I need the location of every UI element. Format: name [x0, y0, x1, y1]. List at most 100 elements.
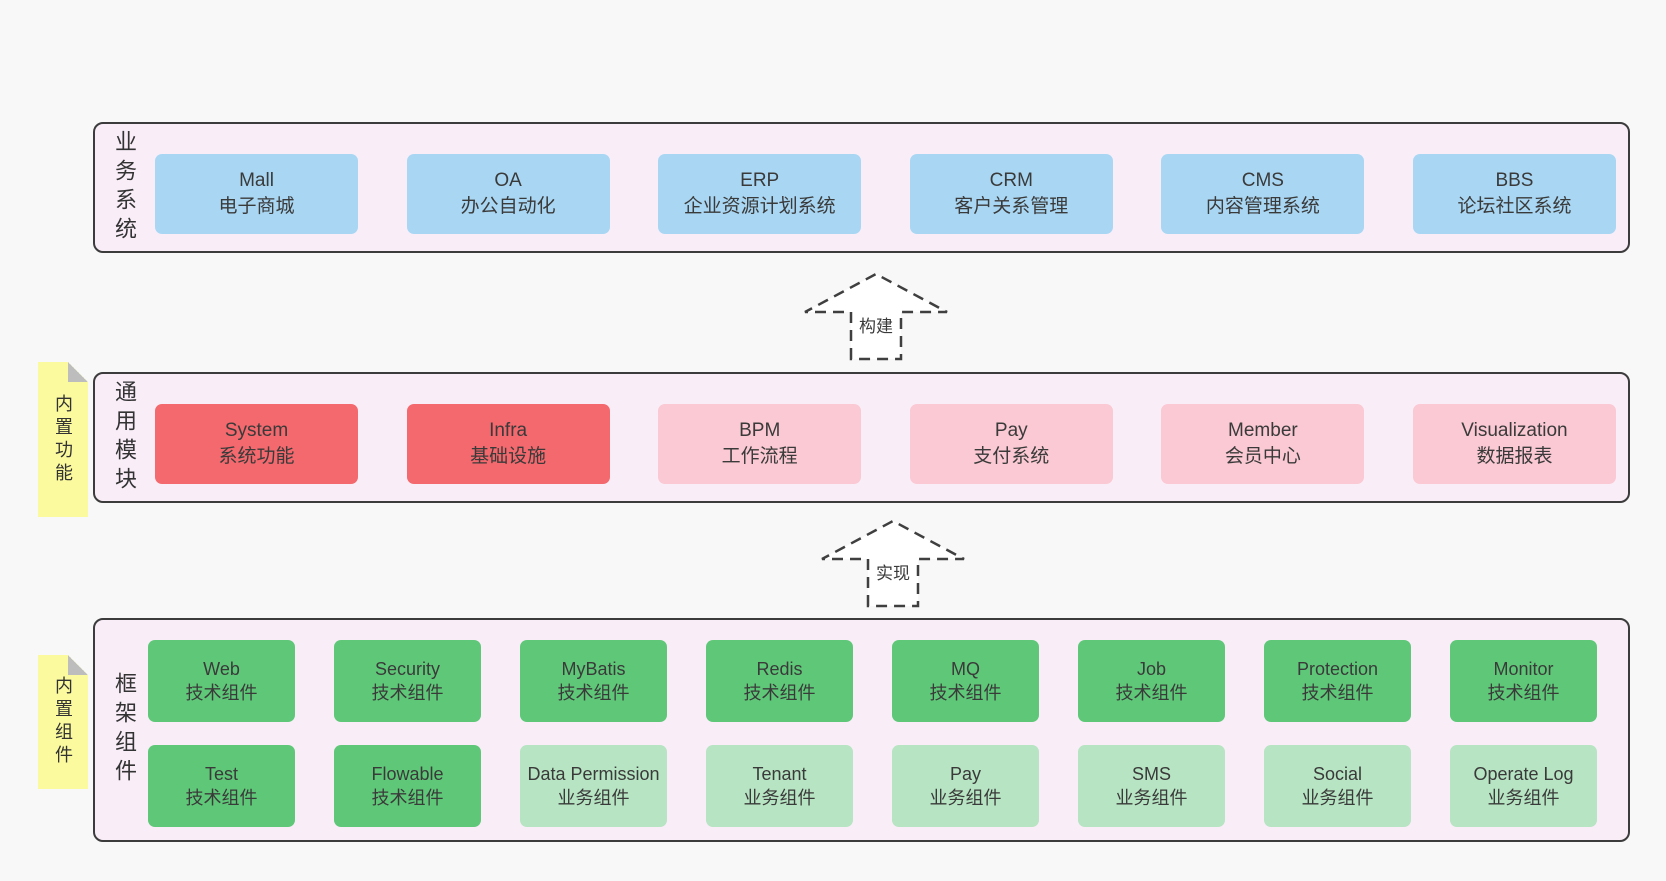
- box-title: CMS: [1241, 170, 1284, 191]
- band-modules-label: 通用模块: [112, 379, 137, 496]
- sticky-note-built-in-features: 内置功能: [38, 362, 88, 517]
- box-monitor: Monitor 技术组件: [1450, 640, 1597, 722]
- band-business-label: 业务系统: [112, 129, 137, 246]
- band-common-modules: 通用模块 System 系统功能 Infra 基础设施 BPM 工作流程 Pay 支付系统 Me…: [93, 372, 1630, 503]
- box-subtitle: 数据报表: [1476, 446, 1553, 467]
- arrow-implement-label: 实现: [873, 559, 913, 584]
- box-data-permission: Data Permission 业务组件: [520, 745, 667, 827]
- box-title: Pay: [949, 764, 982, 784]
- box-subtitle: 业务组件: [743, 788, 816, 808]
- box-social: Social 业务组件: [1264, 745, 1411, 827]
- box-redis: Redis 技术组件: [706, 640, 853, 722]
- box-title: Social: [1312, 764, 1363, 784]
- box-sms: SMS 业务组件: [1078, 745, 1225, 827]
- box-infra: Infra 基础设施: [406, 404, 610, 484]
- box-title: Test: [204, 764, 238, 784]
- box-subtitle: 技术组件: [185, 683, 258, 703]
- sticky-note-built-in-components: 内置组件: [38, 655, 88, 789]
- box-security: Security 技术组件: [334, 640, 481, 722]
- box-title: Monitor: [1493, 659, 1554, 679]
- box-subtitle: 内容管理系统: [1205, 196, 1320, 217]
- arrow-build-label: 构建: [856, 312, 896, 337]
- box-operate-log: Operate Log 业务组件: [1450, 745, 1597, 827]
- box-subtitle: 技术组件: [371, 683, 444, 703]
- modules-box-row: System 系统功能 Infra 基础设施 BPM 工作流程 Pay 支付系统 Member 会…: [155, 404, 1616, 484]
- box-title: Flowable: [371, 764, 444, 784]
- box-pay: Pay 支付系统: [909, 404, 1113, 484]
- box-subtitle: 支付系统: [973, 446, 1050, 467]
- box-subtitle: 基础设施: [470, 446, 547, 467]
- box-subtitle: 客户关系管理: [954, 196, 1069, 217]
- box-title: Pay: [994, 420, 1028, 441]
- box-subtitle: 技术组件: [1487, 683, 1560, 703]
- box-subtitle: 技术组件: [185, 788, 258, 808]
- business-box-row: Mall 电子商城 OA 办公自动化 ERP 企业资源计划系统 CRM 客户关系管理 CMS 内容…: [155, 154, 1616, 234]
- box-subtitle: 系统功能: [218, 446, 295, 467]
- box-title: MyBatis: [561, 659, 626, 679]
- box-visualization: Visualization 数据报表: [1412, 404, 1616, 484]
- box-web: Web 技术组件: [148, 640, 295, 722]
- box-title: Infra: [489, 420, 528, 441]
- box-title: Data Permission: [527, 764, 660, 784]
- box-subtitle: 业务组件: [929, 788, 1002, 808]
- box-subtitle: 业务组件: [557, 788, 630, 808]
- box-title: Tenant: [752, 764, 807, 784]
- box-test: Test 技术组件: [148, 745, 295, 827]
- box-title: Job: [1136, 659, 1167, 679]
- box-erp: ERP 企业资源计划系统: [658, 154, 862, 234]
- box-subtitle: 会员中心: [1224, 446, 1301, 467]
- box-pay: Pay 业务组件: [892, 745, 1039, 827]
- box-title: Operate Log: [1473, 764, 1574, 784]
- box-subtitle: 技术组件: [371, 788, 444, 808]
- box-title: Security: [374, 659, 441, 679]
- sticky-note-label: 内置功能: [53, 393, 73, 486]
- box-subtitle: 业务组件: [1301, 788, 1374, 808]
- box-subtitle: 电子商城: [218, 196, 295, 217]
- box-title: CRM: [989, 170, 1033, 191]
- box-subtitle: 工作流程: [721, 446, 798, 467]
- box-title: Protection: [1296, 659, 1379, 679]
- band-business-systems: 业务系统 Mall 电子商城 OA 办公自动化 ERP 企业资源计划系统 CRM 客户关系管理…: [93, 122, 1630, 253]
- box-subtitle: 技术组件: [1115, 683, 1188, 703]
- box-title: System: [224, 420, 289, 441]
- box-title: SMS: [1131, 764, 1171, 784]
- box-subtitle: 论坛社区系统: [1457, 196, 1572, 217]
- box-subtitle: 技术组件: [743, 683, 816, 703]
- box-mall: Mall 电子商城: [155, 154, 358, 234]
- box-member: Member 会员中心: [1161, 404, 1365, 484]
- box-subtitle: 业务组件: [1487, 788, 1560, 808]
- box-title: Redis: [756, 659, 803, 679]
- box-subtitle: 业务组件: [1115, 788, 1188, 808]
- box-title: OA: [494, 170, 522, 191]
- box-system: System 系统功能: [155, 404, 358, 484]
- box-tenant: Tenant 业务组件: [706, 745, 853, 827]
- sticky-note-label: 内置组件: [53, 676, 73, 768]
- box-crm: CRM 客户关系管理: [909, 154, 1113, 234]
- box-title: BBS: [1495, 170, 1534, 191]
- box-subtitle: 技术组件: [557, 683, 630, 703]
- box-flowable: Flowable 技术组件: [334, 745, 481, 827]
- box-title: Web: [203, 659, 240, 679]
- box-subtitle: 办公自动化: [460, 196, 556, 217]
- box-protection: Protection 技术组件: [1264, 640, 1411, 722]
- box-subtitle: 企业资源计划系统: [683, 196, 836, 217]
- box-title: Member: [1228, 420, 1298, 441]
- box-mq: MQ 技术组件: [892, 640, 1039, 722]
- box-job: Job 技术组件: [1078, 640, 1225, 722]
- box-title: MQ: [951, 659, 980, 679]
- box-oa: OA 办公自动化: [406, 154, 610, 234]
- box-mybatis: MyBatis 技术组件: [520, 640, 667, 722]
- box-subtitle: 技术组件: [1301, 683, 1374, 703]
- box-bpm: BPM 工作流程: [658, 404, 862, 484]
- band-components-label: 框架组件: [112, 672, 137, 788]
- box-cms: CMS 内容管理系统: [1161, 154, 1365, 234]
- box-title: Mall: [239, 170, 274, 191]
- box-title: ERP: [740, 170, 780, 191]
- box-title: BPM: [739, 420, 781, 441]
- box-subtitle: 技术组件: [929, 683, 1002, 703]
- box-title: Visualization: [1461, 420, 1568, 441]
